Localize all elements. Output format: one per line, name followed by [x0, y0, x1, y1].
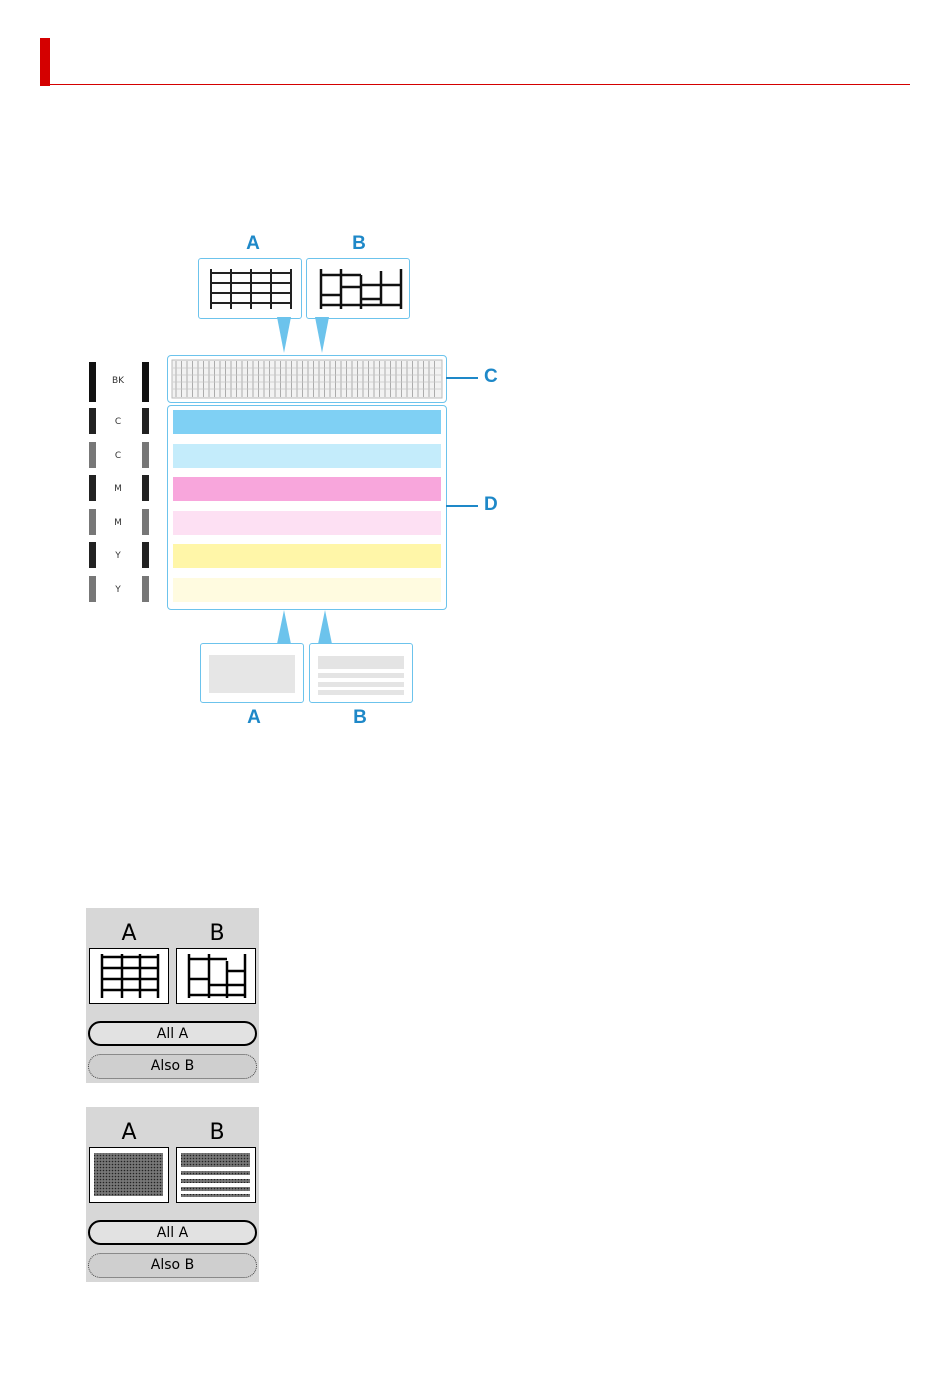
color-band: [173, 544, 441, 568]
bottom-pointer-b: [316, 610, 334, 644]
header-rule: [40, 84, 910, 85]
lcd2-letter-b: B: [202, 1120, 232, 1145]
bk-tick-left: [89, 362, 96, 402]
band-row-label: C: [100, 417, 136, 427]
top-callout-a-good-grid: [198, 258, 302, 319]
broken-grid-sample: [307, 259, 409, 318]
bottom-pointer-a: [275, 610, 293, 644]
lcd1-letter-a: A: [114, 921, 144, 946]
solid-fill-sample: [209, 655, 295, 693]
top-callout-label-a: A: [238, 233, 268, 255]
band-row-label: Y: [100, 585, 136, 595]
band-tick-left: [89, 542, 96, 568]
bottom-callout-label-b: B: [345, 707, 375, 729]
band-tick-left: [89, 576, 96, 602]
color-band: [173, 477, 441, 501]
bottom-callout-label-a: A: [239, 707, 269, 729]
band-tick-right: [142, 408, 149, 434]
lcd2-streaked-pattern-icon: [177, 1148, 254, 1201]
band-tick-right: [142, 475, 149, 501]
band-tick-right: [142, 542, 149, 568]
band-row-label: C: [100, 451, 136, 461]
leader-line-c: [446, 377, 478, 379]
band-tick-left: [89, 408, 96, 434]
lcd2-solid-pattern-icon: [90, 1148, 167, 1201]
lcd2-image-b: [176, 1147, 256, 1203]
band-tick-right: [142, 509, 149, 535]
region-label-d: D: [484, 494, 498, 516]
band-row-label: Y: [100, 551, 136, 561]
lcd-color-pattern-check: A B All A Also B: [86, 1107, 259, 1282]
bottom-callout-b-streaked: [309, 643, 413, 703]
band-tick-left: [89, 442, 96, 468]
grid-pattern-region: [167, 355, 447, 403]
lcd1-broken-grid-icon: [177, 949, 254, 1002]
lcd-grid-pattern-check: A B: [86, 908, 259, 1083]
band-row-label: M: [100, 518, 136, 528]
lcd1-letter-b: B: [202, 921, 232, 946]
region-label-c: C: [484, 366, 498, 388]
bk-row-label: BK: [100, 376, 136, 386]
leader-line-d: [446, 505, 478, 507]
band-tick-left: [89, 475, 96, 501]
lcd2-letter-a: A: [114, 1120, 144, 1145]
color-band: [173, 578, 441, 602]
top-callout-b-broken-grid: [306, 258, 410, 319]
nozzle-check-pattern-figure: A B: [80, 230, 510, 740]
band-tick-right: [142, 576, 149, 602]
bottom-callout-a-solid: [200, 643, 304, 703]
lcd2-all-a-button[interactable]: All A: [88, 1220, 257, 1245]
header-accent-bar: [40, 38, 50, 86]
color-band: [173, 410, 441, 434]
lcd1-good-grid-icon: [90, 949, 167, 1002]
bk-tick-right: [142, 362, 149, 402]
band-tick-left: [89, 509, 96, 535]
lcd1-image-b: [176, 948, 256, 1004]
lcd1-all-a-button[interactable]: All A: [88, 1021, 257, 1046]
top-pointer-b: [313, 317, 331, 353]
lcd1-image-a: [89, 948, 169, 1004]
color-band: [173, 444, 441, 468]
band-row-label: M: [100, 484, 136, 494]
lcd1-also-b-button[interactable]: Also B: [88, 1054, 257, 1079]
band-tick-right: [142, 442, 149, 468]
streaked-fill-sample: [310, 644, 412, 702]
lcd2-also-b-button[interactable]: Also B: [88, 1253, 257, 1278]
top-callout-label-b: B: [344, 233, 374, 255]
good-grid-sample: [199, 259, 301, 318]
grid-pattern: [168, 356, 446, 402]
top-pointer-a: [275, 317, 293, 353]
lcd2-image-a: [89, 1147, 169, 1203]
color-band: [173, 511, 441, 535]
